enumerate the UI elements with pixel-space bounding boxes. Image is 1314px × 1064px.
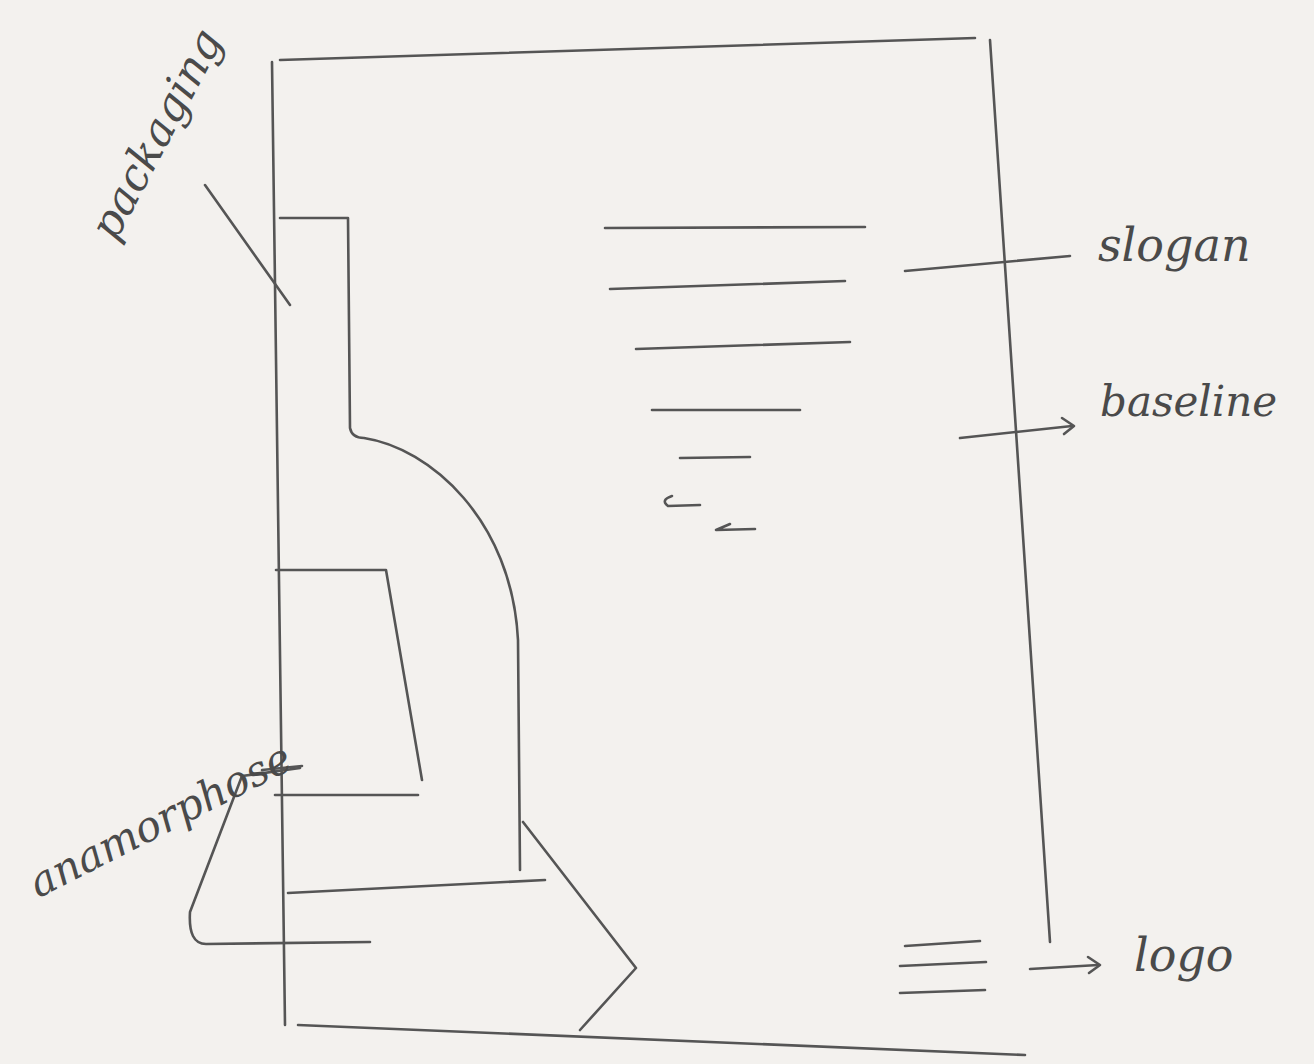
leader-line (905, 256, 1070, 271)
callout-label: slogan (1098, 220, 1251, 270)
text-placeholder (610, 281, 845, 289)
bottle-base (288, 880, 545, 893)
arrow-head (1088, 957, 1100, 973)
bottle-label (275, 794, 418, 797)
text-placeholder (716, 524, 755, 530)
leader-line (205, 185, 290, 305)
text-placeholder (605, 227, 865, 228)
arrow-head (1062, 418, 1074, 434)
poster-edge (298, 1025, 1025, 1055)
poster-edge (990, 40, 1050, 942)
leader-arrow (1030, 965, 1098, 969)
anamorphose-shape (523, 822, 636, 1030)
bottle-label (276, 570, 422, 780)
callout-label: packaging (80, 21, 232, 248)
logo-placeholder (900, 962, 986, 966)
text-placeholder (652, 409, 800, 412)
text-placeholder (636, 342, 850, 349)
bottle-outline (280, 218, 520, 870)
text-placeholder (665, 496, 700, 506)
logo-placeholder (905, 941, 980, 946)
poster-edge (272, 62, 285, 1025)
callout-label: anamorphose (21, 733, 300, 908)
text-placeholder (680, 457, 750, 458)
logo-placeholder (900, 990, 985, 993)
leader-arrow (960, 426, 1072, 438)
callout-label: baseline (1100, 377, 1277, 427)
poster-edge (280, 38, 975, 60)
callout-label: logo (1134, 930, 1234, 980)
